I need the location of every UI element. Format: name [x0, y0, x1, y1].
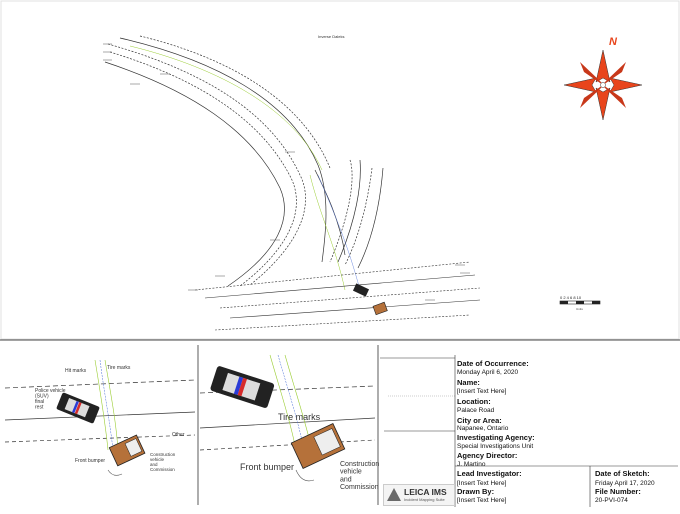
curved-road: [104, 35, 331, 287]
main-title: Inverse Daleks: [318, 34, 344, 39]
title-block-lines: [380, 355, 678, 507]
scale-numbers: 0 2 4 6 8 10: [560, 295, 582, 300]
sketch-date-label: Date of Sketch:: [595, 469, 650, 478]
location-label: Location:: [457, 397, 491, 406]
logo-name: LEICA IMS: [404, 487, 447, 497]
horizontal-road: [194, 261, 481, 331]
director-label: Agency Director:: [457, 451, 518, 460]
main-police-vehicle: [352, 283, 370, 297]
title-block: Date of Occurrence: Monday April 6, 2020…: [455, 355, 677, 507]
left-front-bumper-label: Front bumper: [75, 458, 105, 464]
right-tire-marks-label: Tire marks: [278, 412, 321, 422]
agency-label: Investigating Agency:: [457, 433, 535, 442]
scale-unit: Units: [576, 307, 583, 311]
north-arrow: [563, 49, 643, 121]
left-hit-marks-label: Hit marks: [65, 368, 87, 374]
date-occurrence-value: Monday April 6, 2020: [457, 369, 519, 376]
north-label: N: [609, 36, 618, 48]
leica-logo: LEICA IMS Incident Mapping Suite: [383, 484, 455, 506]
sketch-date-value: Friday April 17, 2020: [595, 480, 655, 487]
right-front-bumper-label: Front bumper: [240, 462, 294, 472]
name-label: Name:: [457, 378, 480, 387]
main-panel-frame: [0, 0, 680, 340]
inset-left-drawing: [4, 345, 199, 505]
inset-right-drawing: [199, 345, 379, 505]
ramp-road: [309, 159, 384, 291]
main-construction-vehicle: [372, 301, 388, 316]
annotation-ticks: [103, 43, 470, 301]
drawn-by-value: [Insert Text Here]: [457, 497, 507, 504]
lead-investigator-label: Lead Investigator:: [457, 469, 522, 478]
agency-value: Special Investigations Unit: [457, 443, 534, 450]
logo-tagline: Incident Mapping Suite: [404, 497, 445, 502]
leica-logo-mark: [387, 488, 401, 501]
director-value: J. Martino: [457, 461, 486, 468]
city-value: Napanee, Ontario: [457, 425, 509, 432]
left-other-label: Other: [172, 432, 185, 438]
drawn-by-label: Drawn By:: [457, 487, 495, 496]
lead-investigator-value: [Insert Text Here]: [457, 480, 507, 487]
left-tire-marks-label: Tire marks: [107, 365, 131, 371]
file-number-value: 20-PVI-074: [595, 497, 628, 504]
name-value: [Insert Text Here]: [457, 388, 507, 395]
file-number-label: File Number:: [595, 487, 641, 496]
location-value: Palace Road: [457, 407, 495, 414]
date-occurrence-label: Date of Occurrence:: [457, 359, 529, 368]
city-label: City or Area:: [457, 416, 502, 425]
scale-bar: [559, 300, 601, 305]
